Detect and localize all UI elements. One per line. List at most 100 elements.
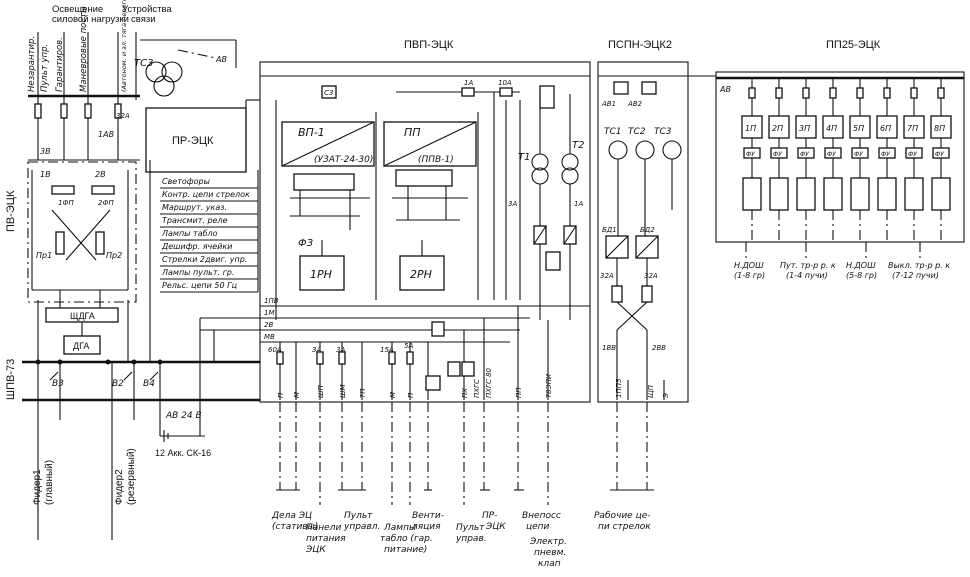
pp25-output-box — [742, 177, 762, 211]
label-ndosh2-1: Н.ДОШ — [846, 261, 876, 270]
pspn-ts2: ТС2 — [628, 127, 646, 137]
shdga-label: ЩДГА — [70, 311, 95, 321]
pv-relay-2v: 2В — [95, 170, 106, 179]
pvp-out-8: ПХГС — [473, 379, 481, 398]
pp25-module-label: 7П — [907, 124, 918, 133]
pvp-load-3: Трансмит. реле — [162, 216, 228, 225]
pv-load-label-3: Гарантиров. — [55, 37, 65, 92]
pvp-fuse-1: 3А — [312, 346, 321, 354]
label-dela-1: Дела ЭЦ — [271, 511, 312, 521]
label-dela-2: (стативы) — [272, 522, 318, 532]
pv-relay-area: 1В 2В 3В 1АВ 32А 1ФП 2ФП Пр1 Пр2 — [31, 112, 130, 310]
rn1-label: 1РН — [310, 268, 332, 281]
pp25-output-box — [877, 177, 897, 211]
label-rabochie-1: Рабочие це- — [594, 511, 650, 521]
pspn-av1: АВ1 — [601, 100, 616, 108]
pvp-outputs: 60А 3А 3А 15А 5А 3А 1А 1А 10А П М ШП ШМ … — [268, 79, 583, 400]
pvp-buses: 1ПВ 1М 2В МВ — [199, 297, 590, 362]
shpv-73-title: ШПВ-73 — [5, 359, 17, 400]
pvp-internal-wiring — [275, 100, 479, 320]
header-comm-line2: связи — [131, 14, 156, 25]
pv-relay-32a: 32А — [116, 112, 130, 120]
ppv-label: (ППВ-1) — [418, 155, 454, 165]
pvp-out-4: ТП — [359, 388, 367, 398]
pvp-out-10: ПП — [515, 387, 523, 398]
pvp-eck-title: ПВП-ЭЦК — [404, 39, 454, 51]
pv-relay-1v: 1В — [40, 170, 51, 179]
pspn-bd2: БД2 — [640, 226, 655, 234]
pspn-out-0: 1ПП5 — [615, 378, 623, 398]
pp25-module-label: 5П — [853, 124, 864, 133]
pp25-output-box — [769, 177, 789, 211]
pr-eck-box — [145, 107, 247, 173]
pp25-fuse — [883, 87, 891, 99]
pvp-out-0: П — [277, 392, 285, 398]
label-paneli-3: ЭЦК — [305, 545, 326, 555]
pspn-av2: АВ2 — [627, 100, 643, 108]
pp25-module-label: 6П — [880, 124, 891, 133]
s3-box — [321, 85, 337, 99]
label-lampy-3: питание) — [384, 545, 427, 555]
battery-switch-label: АВ 24 В — [165, 411, 202, 421]
pv-relay-3v: 3В — [40, 147, 51, 156]
pvp-fuse-0: 60А — [268, 346, 282, 354]
pvp-out-11: Т8ЭПИ — [545, 373, 553, 398]
label-pult1-1: Пульт — [344, 511, 373, 521]
pspn-2vv: 2ВВ — [652, 344, 666, 352]
pp25-fu-label: ФУ — [881, 151, 890, 158]
pvp-fuse-2: 3А — [336, 346, 345, 354]
pp25-fuse — [856, 87, 864, 99]
pp25-fu-label: ФУ — [827, 151, 836, 158]
pvp-load-6: Стрелки 2двиг. упр. — [162, 255, 247, 264]
pv-load-label-4: Маневровые посты — [79, 6, 89, 92]
pv-load-label-5: (Автоном. и эл. тяга перегона) — [120, 0, 128, 92]
pp25-module-label: 2П — [772, 124, 783, 133]
feeder1-subtitle: (главный) — [44, 460, 55, 505]
f3-label: ФЗ — [298, 238, 314, 249]
rn2-box — [399, 255, 445, 291]
pp25-module-label: 8П — [934, 124, 945, 133]
pp25-output-box — [904, 177, 924, 211]
pvp-out-1: М — [293, 392, 301, 398]
pp25-eck-panel: ПП25-ЭЦК АВ 1ПФУ2ПФУ3ПФУ4ПФУ5ПФУ6ПФУ7ПФУ… — [688, 39, 965, 243]
header-comm-line1: Устройства — [122, 4, 172, 15]
pvp-out-9: ПХГС 80 — [485, 367, 493, 398]
label-paneli-2: питания — [306, 534, 346, 544]
t1-label: Т1 — [518, 152, 530, 163]
pp25-eck-title: ПП25-ЭЦК — [826, 39, 881, 51]
header-lighting-line1: Освещение — [52, 4, 103, 15]
pv-relay-1av: 1АВ — [98, 130, 114, 139]
pp25-fuse — [829, 87, 837, 99]
label-pr-1: ПР- — [482, 511, 497, 521]
pvp-eck-panel: ПВП-ЭЦК ВП-1 (УЗАТ-24-30) ПП (ППВ-1) С3 — [160, 39, 591, 403]
bus-label-0: 1ПВ — [264, 297, 279, 305]
shpv-73-panel: В3 В2 В4 АВ 24 В 12 Акк. СК-16 ШПВ-73 Фи… — [5, 160, 260, 540]
pvp-out-2: ШП — [317, 385, 325, 398]
battery-label: 12 Акк. СК-16 — [155, 448, 211, 458]
pp25-module-label: 3П — [799, 124, 810, 133]
pp25-fu-label: ФУ — [935, 151, 944, 158]
pvp-fuse-7: 10А — [498, 79, 512, 87]
pvp-load-list: Светофоры Контр. цепи стрелок Маршрут. у… — [160, 170, 259, 293]
label-pr-2: ЭЦК — [485, 522, 506, 532]
pp25-module-label: 4П — [826, 124, 837, 133]
pp25-output-box — [823, 177, 843, 211]
pv-top-risers — [28, 32, 140, 161]
pv-eck-panel: Незарантир. Пульт упр. Гарантиров. Манев… — [5, 0, 260, 355]
label-pult1-2: управл. — [343, 522, 380, 532]
pspn-eck2-title: ПСПН-ЭЦК2 — [608, 39, 672, 51]
pp25-output-box — [796, 177, 816, 211]
pp25-fu-label: ФУ — [773, 151, 782, 158]
ts3-transformer: ТС3 АВ — [134, 39, 237, 97]
pspn-ts3: ТС3 — [654, 127, 672, 137]
switch-v2: В2 — [112, 379, 124, 389]
label-electr-1: Электр. — [529, 537, 567, 547]
pvp-out-5: М — [389, 392, 397, 398]
pspn-eck2-panel: ПСПН-ЭЦК2 АВ1 АВ2 ТС1 ТС2 ТС3 БД1 БД2 32… — [597, 39, 689, 403]
feeder2-title: Фидер2 — [114, 469, 125, 505]
label-lampy-1: Лампы — [383, 523, 416, 533]
label-paneli-1: Панели — [306, 523, 341, 533]
pp25-fuse — [775, 87, 783, 99]
pvp-load-0: Светофоры — [162, 177, 210, 186]
